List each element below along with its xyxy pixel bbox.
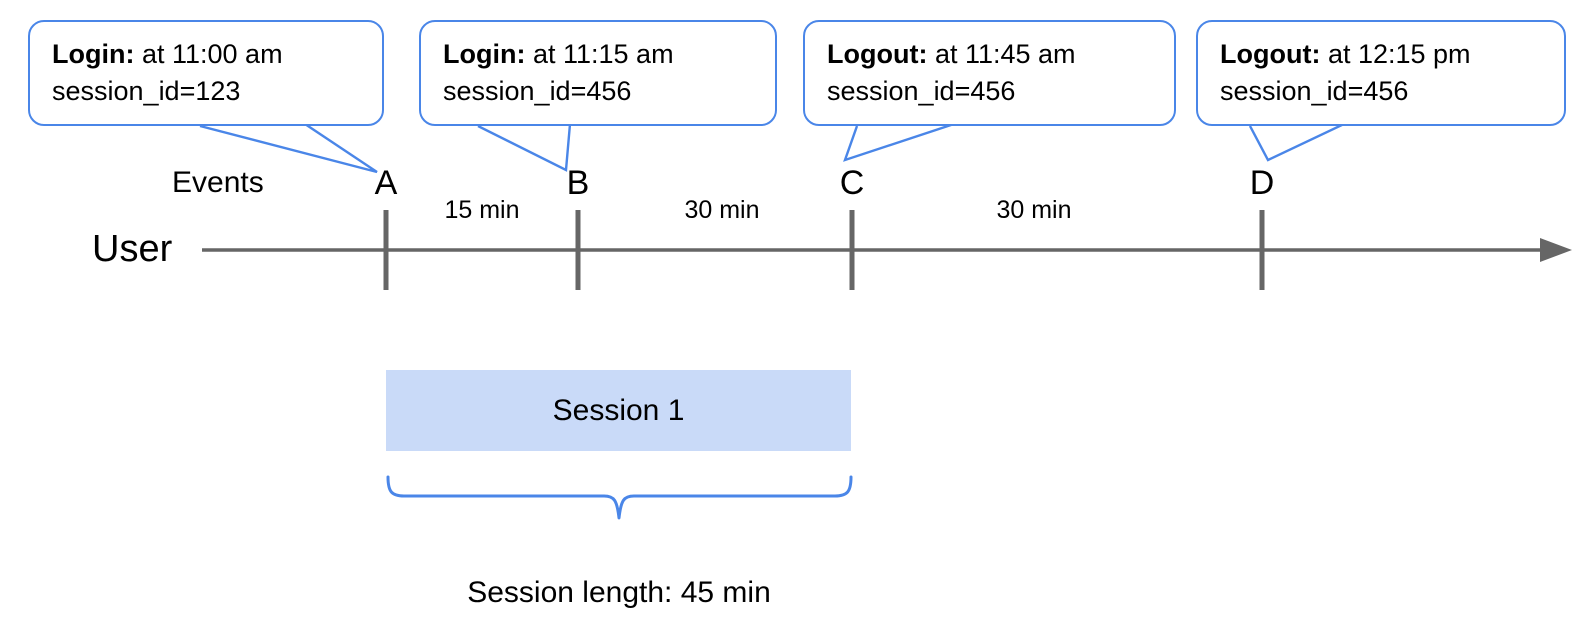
callout-c-event-label: Logout: — [827, 39, 928, 69]
interval-label-cd: 30 min — [996, 196, 1072, 224]
events-row-label: Events — [172, 166, 264, 199]
event-label-d: D — [1249, 164, 1275, 202]
user-row-label: User — [92, 228, 173, 270]
callout-b-event-label: Login: — [443, 39, 526, 69]
callout-bubble-logout-c: Logout: at 11:45 am session_id=456 — [803, 20, 1176, 126]
callout-b-time: at 11:15 am — [525, 39, 674, 69]
callout-d-event-label: Logout: — [1220, 39, 1321, 69]
callout-c-line1: Logout: at 11:45 am — [827, 39, 1076, 69]
callout-tail-d — [1248, 122, 1345, 162]
callout-d-time: at 12:15 pm — [1320, 39, 1471, 69]
session-brace — [386, 475, 853, 520]
callout-a-event-label: Login: — [52, 39, 135, 69]
callout-c-time: at 11:45 am — [927, 39, 1076, 69]
callout-d-line1: Logout: at 12:15 pm — [1220, 39, 1471, 69]
callout-b-line1: Login: at 11:15 am — [443, 39, 674, 69]
timeline-arrowhead — [1540, 238, 1572, 262]
callout-c-session-id: session_id=456 — [827, 76, 1016, 107]
session-bar: Session 1 — [386, 370, 851, 451]
event-label-a: A — [374, 164, 398, 202]
callout-a-time: at 11:00 am — [134, 39, 283, 69]
callout-a-line1: Login: at 11:00 am — [52, 39, 283, 69]
callout-tail-b — [477, 123, 572, 172]
callout-tail-a — [199, 123, 378, 174]
session-bar-label: Session 1 — [552, 393, 685, 427]
callout-tail-c — [843, 122, 955, 162]
event-label-c: C — [839, 164, 865, 202]
callout-bubble-login-a: Login: at 11:00 am session_id=123 — [28, 20, 384, 126]
callout-bubble-logout-d: Logout: at 12:15 pm session_id=456 — [1196, 20, 1566, 126]
interval-label-ab: 15 min — [444, 196, 520, 224]
callout-b-session-id: session_id=456 — [443, 76, 632, 107]
event-label-b: B — [566, 164, 590, 202]
session-length-caption: Session length: 45 min — [467, 576, 771, 609]
callout-bubble-login-b: Login: at 11:15 am session_id=456 — [419, 20, 777, 126]
callout-a-session-id: session_id=123 — [52, 76, 241, 107]
interval-label-bc: 30 min — [684, 196, 760, 224]
callout-d-session-id: session_id=456 — [1220, 76, 1409, 107]
